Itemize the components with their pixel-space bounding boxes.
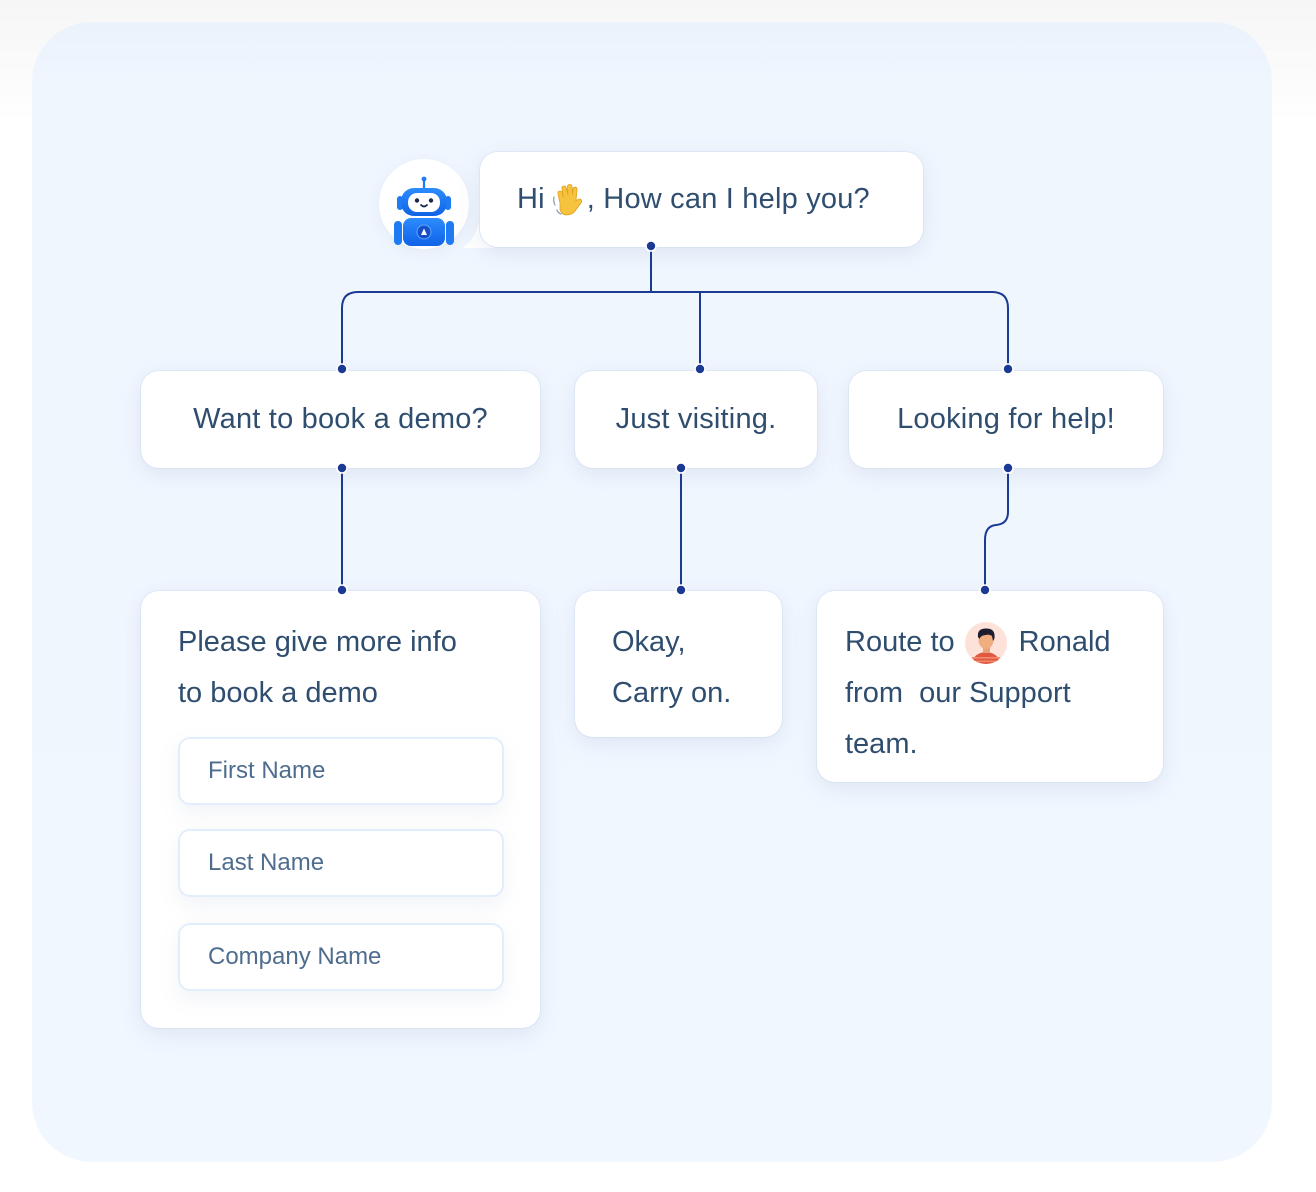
response-demo-form: Please give more info to book a demo [141,591,540,1028]
response-visiting: Okay, Carry on. [575,591,782,737]
option-looking-for-help[interactable]: Looking for help! [849,371,1163,468]
bot-avatar [379,159,469,249]
option-just-visiting[interactable]: Just visiting. [575,371,817,468]
company-name-input[interactable] [178,923,504,991]
response-text-line: Please give more info [178,626,457,658]
option-label: Just visiting. [615,403,777,435]
first-name-input[interactable] [178,737,504,805]
response-text-line: Okay, [612,626,686,658]
response-text-line: from our Support [845,677,1071,709]
bot-greeting-bubble: Hi , How can I help you? [480,152,923,247]
agent-name: Ronald [1018,626,1111,658]
robot-icon [394,176,454,246]
option-label: Looking for help! [897,403,1115,435]
response-text-line: Carry on. [612,677,732,709]
response-text-line: Route to Ronald [845,617,1143,668]
option-book-demo[interactable]: Want to book a demo? [141,371,540,468]
route-prefix: Route to [845,626,955,658]
response-text-line: team. [845,728,918,760]
response-text-line: to book a demo [178,677,378,709]
greeting-prefix: Hi [517,183,545,215]
agent-avatar-icon [964,621,1007,664]
waving-hand-icon [552,183,582,215]
greeting-text: , How can I help you? [586,183,870,215]
last-name-input[interactable] [178,829,504,897]
response-route-to-support: Route to Ronald from our Support team. [817,591,1163,782]
option-label: Want to book a demo? [193,403,488,435]
